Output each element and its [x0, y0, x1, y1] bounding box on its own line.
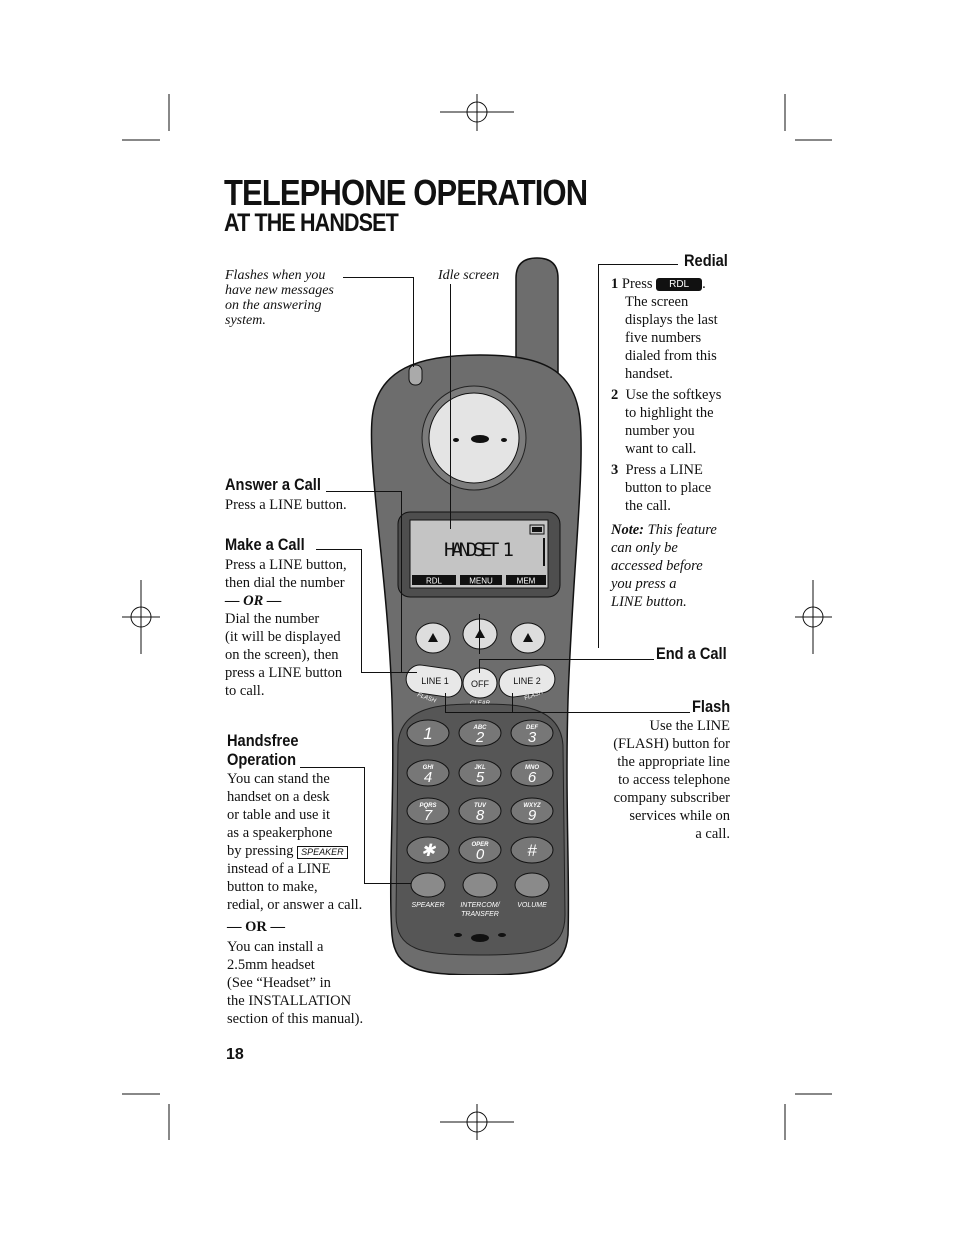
keypad-key[interactable]: ✱	[406, 836, 450, 864]
keypad-key-digit: 1	[423, 724, 432, 743]
softkey-right[interactable]	[510, 622, 546, 654]
svg-text:LINE 2: LINE 2	[513, 676, 541, 686]
speaker-label: SPEAKER	[411, 902, 444, 909]
keypad-key-digit: 8	[476, 807, 485, 824]
page-title: TELEPHONE OPERATION	[224, 172, 588, 213]
keypad-key[interactable]: #	[510, 836, 554, 864]
line1-button[interactable]: LINE 1	[404, 663, 463, 699]
make-heading: Make a Call	[225, 535, 305, 554]
svg-text:LINE 1: LINE 1	[421, 676, 449, 686]
battery-icon	[532, 527, 542, 532]
idle-screen-callout: Idle screen	[438, 268, 500, 283]
svg-text:OFF: OFF	[471, 679, 489, 689]
speaker-key-icon: SPEAKER	[297, 846, 348, 859]
keypad-key-digit: 4	[424, 769, 432, 786]
make-text: Press a LINE button, then dial the numbe…	[225, 557, 347, 699]
message-light-callout: Flashes when you have new messages on th…	[225, 268, 334, 328]
keypad-key-letters: ABC	[473, 725, 488, 731]
keypad-key-digit: 9	[528, 807, 537, 824]
transfer-label: TRANSFER	[461, 911, 499, 918]
softkey-label-menu: MENU	[469, 577, 493, 586]
page-subtitle: AT THE HANDSET	[224, 209, 399, 237]
end-call-heading: End a Call	[656, 644, 727, 663]
keypad-key-digit: 3	[528, 729, 537, 746]
keypad-key-letters: WXYZ	[523, 803, 541, 809]
handsfree-heading-2: Operation	[227, 750, 297, 769]
message-light-icon	[408, 364, 423, 386]
page-number: 18	[226, 1046, 244, 1063]
keypad-key-digit: 5	[476, 769, 485, 786]
keypad-key-letters: MNO	[525, 765, 539, 771]
keypad-key-digit: 7	[424, 807, 433, 824]
answer-text: Press a LINE button.	[225, 497, 347, 513]
flash-heading: Flash	[692, 697, 731, 716]
keypad-key-letters: PQRS	[419, 803, 436, 809]
keypad-key-letters: DEF	[526, 725, 538, 731]
off-button[interactable]: OFF	[462, 667, 498, 699]
flash-text: Use the LINE (FLASH) button for the appr…	[613, 718, 730, 842]
line2-button[interactable]: LINE 2	[497, 663, 556, 699]
keypad-key-letters: TUV	[474, 803, 487, 809]
softkey-label-mem: MEM	[517, 577, 536, 586]
keypad-key-digit: 0	[476, 846, 485, 863]
antenna	[515, 257, 559, 383]
speaker-button[interactable]	[410, 872, 446, 898]
keypad-key-digit: #	[527, 841, 537, 860]
handsfree-text: You can stand the handset on a desk or t…	[227, 771, 364, 1027]
volume-label: VOLUME	[517, 902, 547, 909]
answer-heading: Answer a Call	[225, 475, 321, 494]
redial-steps: 1 Press RDL. The screen displays the las…	[611, 276, 722, 610]
keypad-key-letters: OPER	[471, 842, 489, 848]
handsfree-heading-1: Handsfree	[227, 731, 299, 750]
handset-illustration: HANDSET 1 RDL MENU MEM LINE 1 OFF LINE 2…	[370, 257, 582, 975]
softkey-left[interactable]	[415, 622, 451, 654]
softkey-middle[interactable]	[462, 618, 498, 650]
intercom-label: INTERCOM/	[460, 902, 500, 909]
keypad-key-digit: ✱	[421, 841, 437, 860]
keypad-key-letters: JKL	[474, 765, 486, 771]
microphone-icon	[471, 934, 489, 942]
keypad-key[interactable]: 1	[406, 719, 450, 747]
volume-button[interactable]	[514, 872, 550, 898]
keypad-key-letters: GHI	[423, 765, 434, 771]
intercom-transfer-button[interactable]	[462, 872, 498, 898]
redial-heading: Redial	[684, 251, 728, 270]
display-text: HANDSET 1	[444, 539, 514, 561]
keypad-key-digit: 6	[528, 769, 537, 786]
rdl-key-icon: RDL	[656, 278, 703, 291]
softkey-label-rdl: RDL	[426, 577, 443, 586]
keypad-key-digit: 2	[475, 729, 485, 746]
